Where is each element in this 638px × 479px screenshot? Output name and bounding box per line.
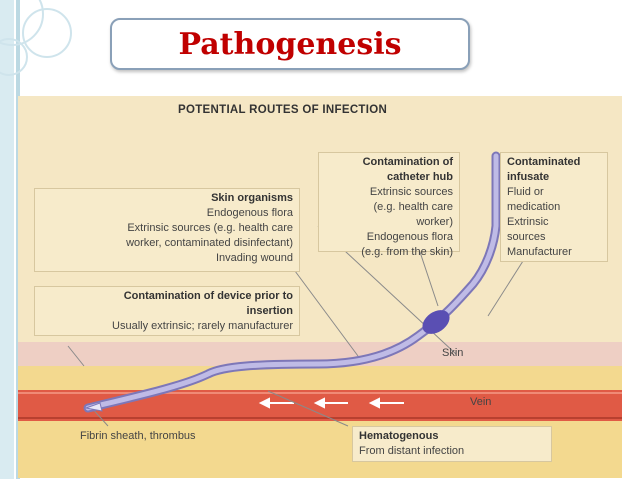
skin-organisms-title: Skin organisms <box>211 192 293 204</box>
catheter-hub-line: Extrinsic sources <box>369 186 453 198</box>
infusate-line: sources <box>507 231 546 243</box>
infusate-title: Contaminated <box>507 156 581 168</box>
hematogenous-line: From distant infection <box>359 445 465 457</box>
infusate-line: Fluid or <box>507 186 544 198</box>
blood-flow-arrows <box>258 397 404 409</box>
decorative-circle <box>22 8 72 58</box>
skin-organisms-line: worker, contaminated disinfectant) <box>126 237 293 249</box>
infusate-line: medication <box>507 201 561 213</box>
infusate-line: Extrinsic <box>507 216 549 228</box>
skin-organisms-line: Invading wound <box>215 252 293 264</box>
hematogenous-box: Hematogenous From distant infection <box>352 426 552 462</box>
device-contamination-title: Contamination of device prior to <box>123 290 293 302</box>
catheter-hub-box: Contamination of catheter hub Extrinsic … <box>318 152 460 258</box>
device-contamination-box: Contamination of device prior to inserti… <box>34 286 300 336</box>
hematogenous-title: Hematogenous <box>359 430 439 442</box>
diagram-illustration <box>18 151 622 478</box>
diagram-heading: POTENTIAL ROUTES OF INFECTION <box>178 104 388 116</box>
skin-label: Skin <box>442 347 464 359</box>
slide-title: Pathogenesis <box>178 26 402 62</box>
infection-routes-diagram: POTENTIAL ROUTES OF INFECTION Skin organ… <box>18 96 622 478</box>
vein-label: Vein <box>470 396 492 408</box>
device-contamination-line: Usually extrinsic; rarely manufacturer <box>112 320 293 332</box>
catheter-hub-line: worker) <box>416 216 453 228</box>
slide-title-box: Pathogenesis <box>110 18 470 70</box>
catheter-hub-title: Contamination of <box>362 156 453 168</box>
skin-organisms-box: Skin organisms Endogenous flora Extrinsi… <box>34 188 300 272</box>
decorative-sidebar <box>0 0 14 479</box>
catheter-tube-inner <box>85 153 499 411</box>
catheter-hub-line: (e.g. from the skin) <box>361 246 453 258</box>
catheter-tip <box>84 402 103 412</box>
decorative-circle <box>0 38 28 76</box>
catheter-hub-title-cont: catheter hub <box>386 171 453 183</box>
catheter-hub-line: (e.g. health care <box>373 201 454 213</box>
catheter-hub <box>422 310 450 334</box>
tissue-layer <box>18 366 622 390</box>
skin-organisms-line: Endogenous flora <box>206 207 293 219</box>
infusate-line: Manufacturer <box>507 246 572 258</box>
device-contamination-title-cont: insertion <box>246 305 293 317</box>
skin-organisms-line: Extrinsic sources (e.g. health care <box>127 222 293 234</box>
catheter-hub-line: Endogenous flora <box>366 231 453 243</box>
fibrin-sheath-label: Fibrin sheath, thrombus <box>80 430 196 442</box>
infusate-title-cont: infusate <box>507 171 550 183</box>
infusate-box: Contaminated infusate Fluid or medicatio… <box>500 152 608 262</box>
